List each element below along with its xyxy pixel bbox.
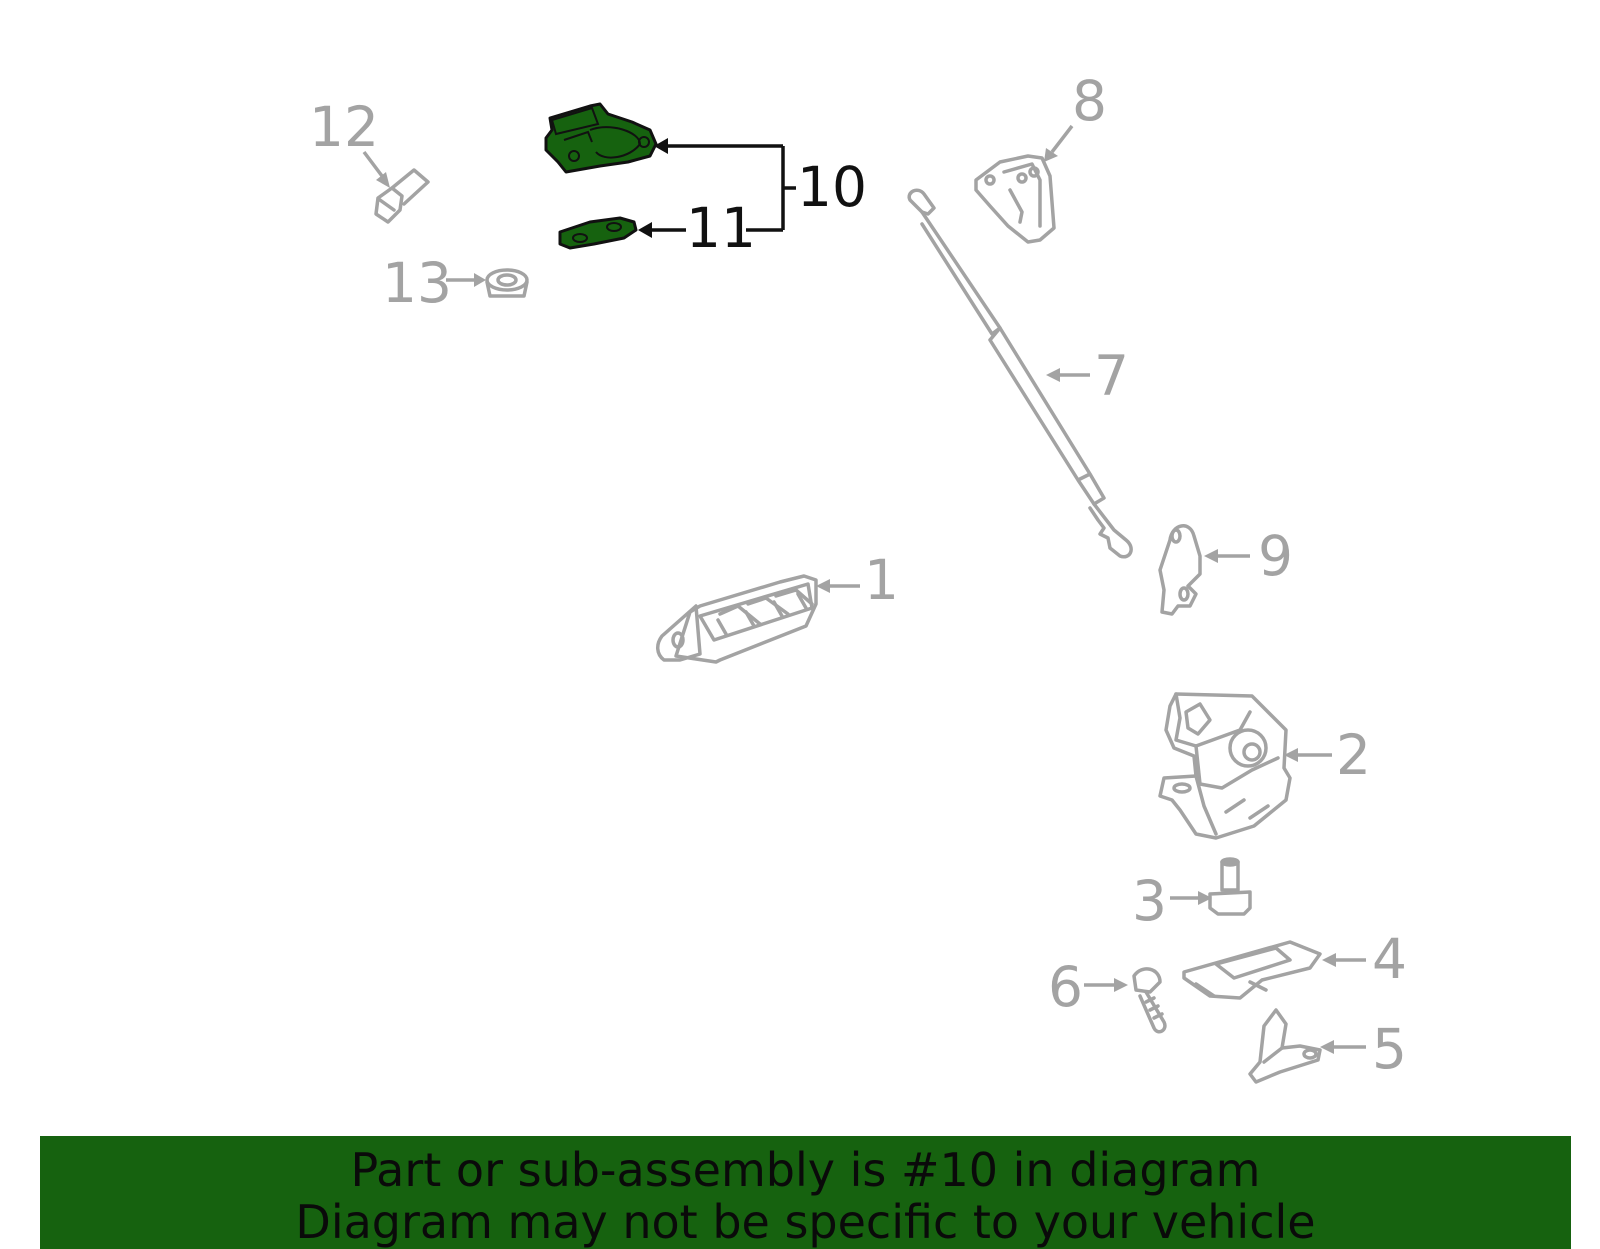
part-9-bracket[interactable] [1158,524,1202,616]
callout-2-arrowhead [1284,748,1298,762]
callout-3-label: 3 [1132,869,1167,933]
callout-9-label: 9 [1258,524,1293,588]
part-4-striker-plate[interactable] [1182,940,1322,1000]
part-7-lift-support[interactable] [907,188,1133,559]
callout-4-label: 4 [1372,927,1407,991]
part-2-latch-actuator[interactable] [1158,692,1292,840]
callout-5-arrowhead [1320,1040,1334,1054]
callout-13-arrowhead [474,273,486,287]
callout-4-arrowhead [1322,953,1336,967]
callout-1-arrowhead [816,579,830,593]
callout-8-label: 8 [1072,69,1107,133]
callout-1-label: 1 [864,548,899,612]
part-10-hinge-assembly[interactable] [544,102,658,174]
part-1-handle[interactable] [656,574,818,664]
callout-8-leader [1050,124,1074,154]
callout-10-arrowhead [654,138,668,154]
callout-12-label: 12 [309,95,379,159]
callout-6-arrowhead [1114,978,1128,992]
banner-line-disclaimer: Diagram may not be specific to your vehi… [295,1195,1316,1249]
part-5-bracket[interactable] [1248,1008,1322,1084]
part-11-plate[interactable] [558,216,638,250]
callout-11-arrowhead [638,222,652,238]
callout-8-arrowhead [1044,148,1058,162]
callout-13-label: 13 [382,251,452,315]
part-8-bracket[interactable] [974,154,1056,244]
part-12-bolt[interactable] [374,168,430,224]
part-13-nut[interactable] [485,268,529,298]
callout-5-label: 5 [1372,1017,1407,1081]
callout-2-label: 2 [1336,723,1371,787]
callout-11-label: 11 [686,196,756,260]
part-6-screw[interactable] [1132,967,1167,1034]
callout-7-arrowhead [1046,368,1060,382]
callout-3-arrowhead [1198,891,1212,905]
part-3-bolt[interactable] [1208,857,1252,916]
callout-10-label: 10 [797,155,867,219]
highlight-notice-banner: Part or sub-assembly is #10 in diagram D… [40,1136,1571,1249]
callout-6-label: 6 [1048,955,1083,1019]
callout-12-leader [362,150,387,182]
banner-line-part-info: Part or sub-assembly is #10 in diagram [350,1143,1261,1197]
callout-12-arrowhead [376,172,390,188]
callout-7-label: 7 [1094,344,1129,408]
callout-9-arrowhead [1204,549,1218,563]
